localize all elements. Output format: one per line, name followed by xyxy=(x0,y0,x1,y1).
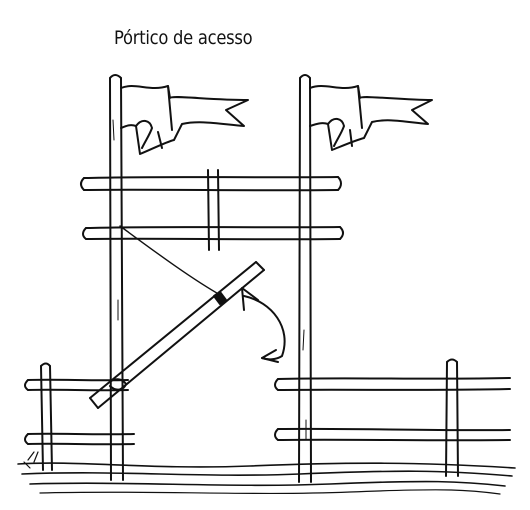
lower-crossbar xyxy=(82,226,344,241)
diagonal-rope xyxy=(119,225,223,297)
upper-crossbar xyxy=(80,176,342,192)
ground xyxy=(17,451,516,495)
right-post xyxy=(298,74,312,483)
right-fence xyxy=(274,358,511,477)
center-stake xyxy=(207,169,220,251)
gate-bar xyxy=(89,261,265,409)
left-post xyxy=(109,74,124,481)
swing-arrow xyxy=(241,287,286,363)
left-flag xyxy=(120,85,249,155)
left-fence xyxy=(24,362,135,471)
right-flag xyxy=(309,85,433,151)
diagram-title: Pórtico de acesso xyxy=(114,27,253,49)
